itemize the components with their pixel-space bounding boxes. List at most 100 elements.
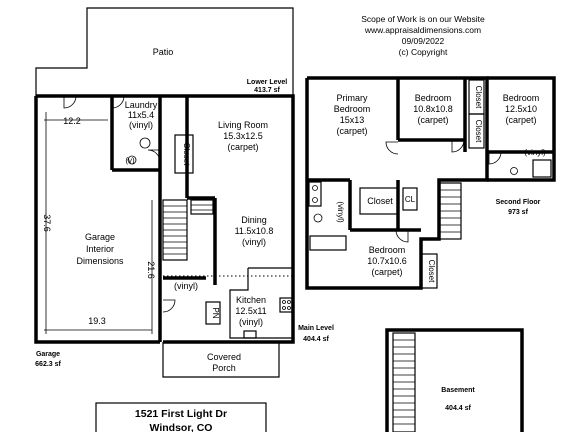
stove-icon (279, 297, 293, 313)
laundry-fixtures: (v) (125, 137, 151, 165)
primary-sink1-icon (312, 185, 318, 191)
bedroom2-name: Bedroom (415, 93, 452, 103)
patio-label: Patio (153, 47, 174, 57)
kitchen-room: Kitchen 12.5x11 (vinyl) (229, 267, 293, 339)
upstairs-stairs (438, 182, 462, 240)
bedroom2-door-swing (451, 139, 465, 153)
primary-bath-finish: (vinyl) (336, 201, 345, 223)
vinyl-abbrev: (v) (125, 156, 135, 165)
primary-bedroom: Primary Bedroom 15x13 (carpet) (334, 93, 399, 155)
linen-closet-outline (402, 187, 418, 211)
living-finish: (carpet) (227, 142, 258, 152)
garage-exterior-wall (34, 96, 160, 344)
primary-bath: (vinyl) (308, 181, 347, 251)
primary-vanity-icon (308, 181, 322, 207)
basement-name: Basement (441, 387, 475, 394)
primary-toilet-icon (313, 213, 323, 223)
primary-closet-outline (359, 187, 399, 215)
main-level-label: Main Level 404.4 sf (298, 325, 334, 343)
second-floor-area: 973 sf (508, 209, 529, 216)
upstairs-bath: (vinyl) (510, 148, 552, 178)
garage-interior-line3: Dimensions (76, 256, 124, 266)
bed3-closet-outline (468, 113, 485, 149)
bedroom4-door-swing (395, 229, 409, 243)
pantry-label: PN (211, 307, 220, 318)
header-date-text: 09/09/2022 (402, 36, 445, 46)
header-block: Scope of Work is on our Website www.appr… (361, 14, 485, 57)
dining-room: Dining 11.5x10.8 (vinyl) (235, 215, 274, 247)
burner (282, 300, 286, 304)
bed3-closet-label: Closet (474, 120, 483, 143)
linen-closet-label: CL (405, 195, 416, 204)
entry-finish: (vinyl) (174, 281, 198, 291)
patio-outline (35, 7, 294, 96)
lower-level-area: 413.7 sf (254, 87, 280, 94)
bedroom-4: Bedroom 10.7x10.6 (carpet) (367, 229, 409, 277)
laundry-dims: 11x5.4 (128, 110, 154, 120)
porch-line2: Porch (212, 363, 236, 373)
kitchen-dims: 12.5x11 (235, 306, 266, 316)
garage-interior-line2: Interior (86, 244, 114, 254)
main-level-name: Main Level (298, 325, 334, 332)
garage-inner-dim: 21.6 (146, 261, 156, 279)
laundry-name: Laundry (125, 100, 158, 110)
laundry-door-swing (111, 95, 125, 109)
bedroom4-name: Bedroom (369, 245, 406, 255)
garage-left-dim: 37.6 (42, 214, 52, 232)
primary-dims: 15x13 (340, 115, 365, 125)
garage-room: 12.2 37.6 21.6 19.3 Garage Interior Dime… (42, 112, 156, 334)
header-copyright-text: (c) Copyright (399, 47, 448, 57)
garage-area: 662.3 sf (35, 361, 61, 368)
primary-line1: Primary (337, 93, 368, 103)
washer-icon (139, 137, 151, 149)
garage-door-swing (147, 149, 161, 163)
bedroom3-finish: (carpet) (505, 115, 536, 125)
upstairs-tub-icon (532, 159, 552, 178)
upstairs-closets: Closet Closet Closet CL Closet (359, 79, 485, 289)
basement: Basement 404.4 sf (385, 328, 524, 432)
garage-interior-line1: Garage (85, 232, 115, 242)
toilet-icon (127, 155, 137, 165)
burner (282, 306, 286, 310)
main-stairs (162, 199, 214, 261)
basement-stairs-outline (392, 332, 416, 432)
bedroom-3: Bedroom 12.5x10 (carpet) (488, 93, 540, 165)
bedroom2-dims: 10.8x10.8 (413, 104, 453, 114)
sink-icon (243, 330, 257, 339)
main-closet-label: Closet (182, 143, 191, 166)
garage-bottom-dim: 19.3 (88, 316, 106, 326)
living-dims: 15.3x12.5 (223, 131, 263, 141)
bedroom4-dims: 10.7x10.6 (367, 256, 407, 266)
patio-door-swing (63, 95, 77, 109)
garage-area-label: Garage 662.3 sf (35, 351, 61, 368)
garage-name: Garage (36, 351, 60, 358)
burner (287, 306, 291, 310)
porch-outline (162, 342, 280, 378)
covered-porch: Covered Porch (162, 342, 280, 378)
bedroom2-finish: (carpet) (417, 115, 448, 125)
main-level-area: 404.4 sf (303, 336, 329, 343)
pantry-outline (205, 301, 221, 325)
address-block: 1521 First Light Dr Windsor, CO (95, 402, 267, 432)
bedroom3-exterior-wall (487, 76, 556, 182)
lower-level-name: Lower Level (247, 79, 288, 86)
primary-sink2-icon (312, 197, 318, 203)
main-exterior-wall (36, 94, 295, 344)
basement-area: 404.4 sf (445, 405, 471, 412)
bed4-closet-outline (420, 253, 438, 289)
upstairs-sink-icon (510, 167, 518, 175)
door-swings (63, 95, 176, 313)
second-floor-label: Second Floor 973 sf (496, 199, 541, 216)
primary-tub-icon (309, 235, 347, 251)
laundry-room: Laundry 11x5.4 (vinyl) (125, 100, 158, 130)
primary-door-swing (385, 141, 399, 155)
bedroom-2: Bedroom 10.8x10.8 (carpet) (413, 93, 465, 153)
second-floor-name: Second Floor (496, 199, 541, 206)
living-room: Living Room 15.3x12.5 (carpet) (218, 120, 268, 152)
bedroom3-name: Bedroom (503, 93, 540, 103)
header-scope-text: Scope of Work is on our Website (361, 14, 485, 24)
address-box (95, 402, 267, 432)
kitchen-finish: (vinyl) (239, 317, 263, 327)
dining-finish: (vinyl) (242, 237, 266, 247)
